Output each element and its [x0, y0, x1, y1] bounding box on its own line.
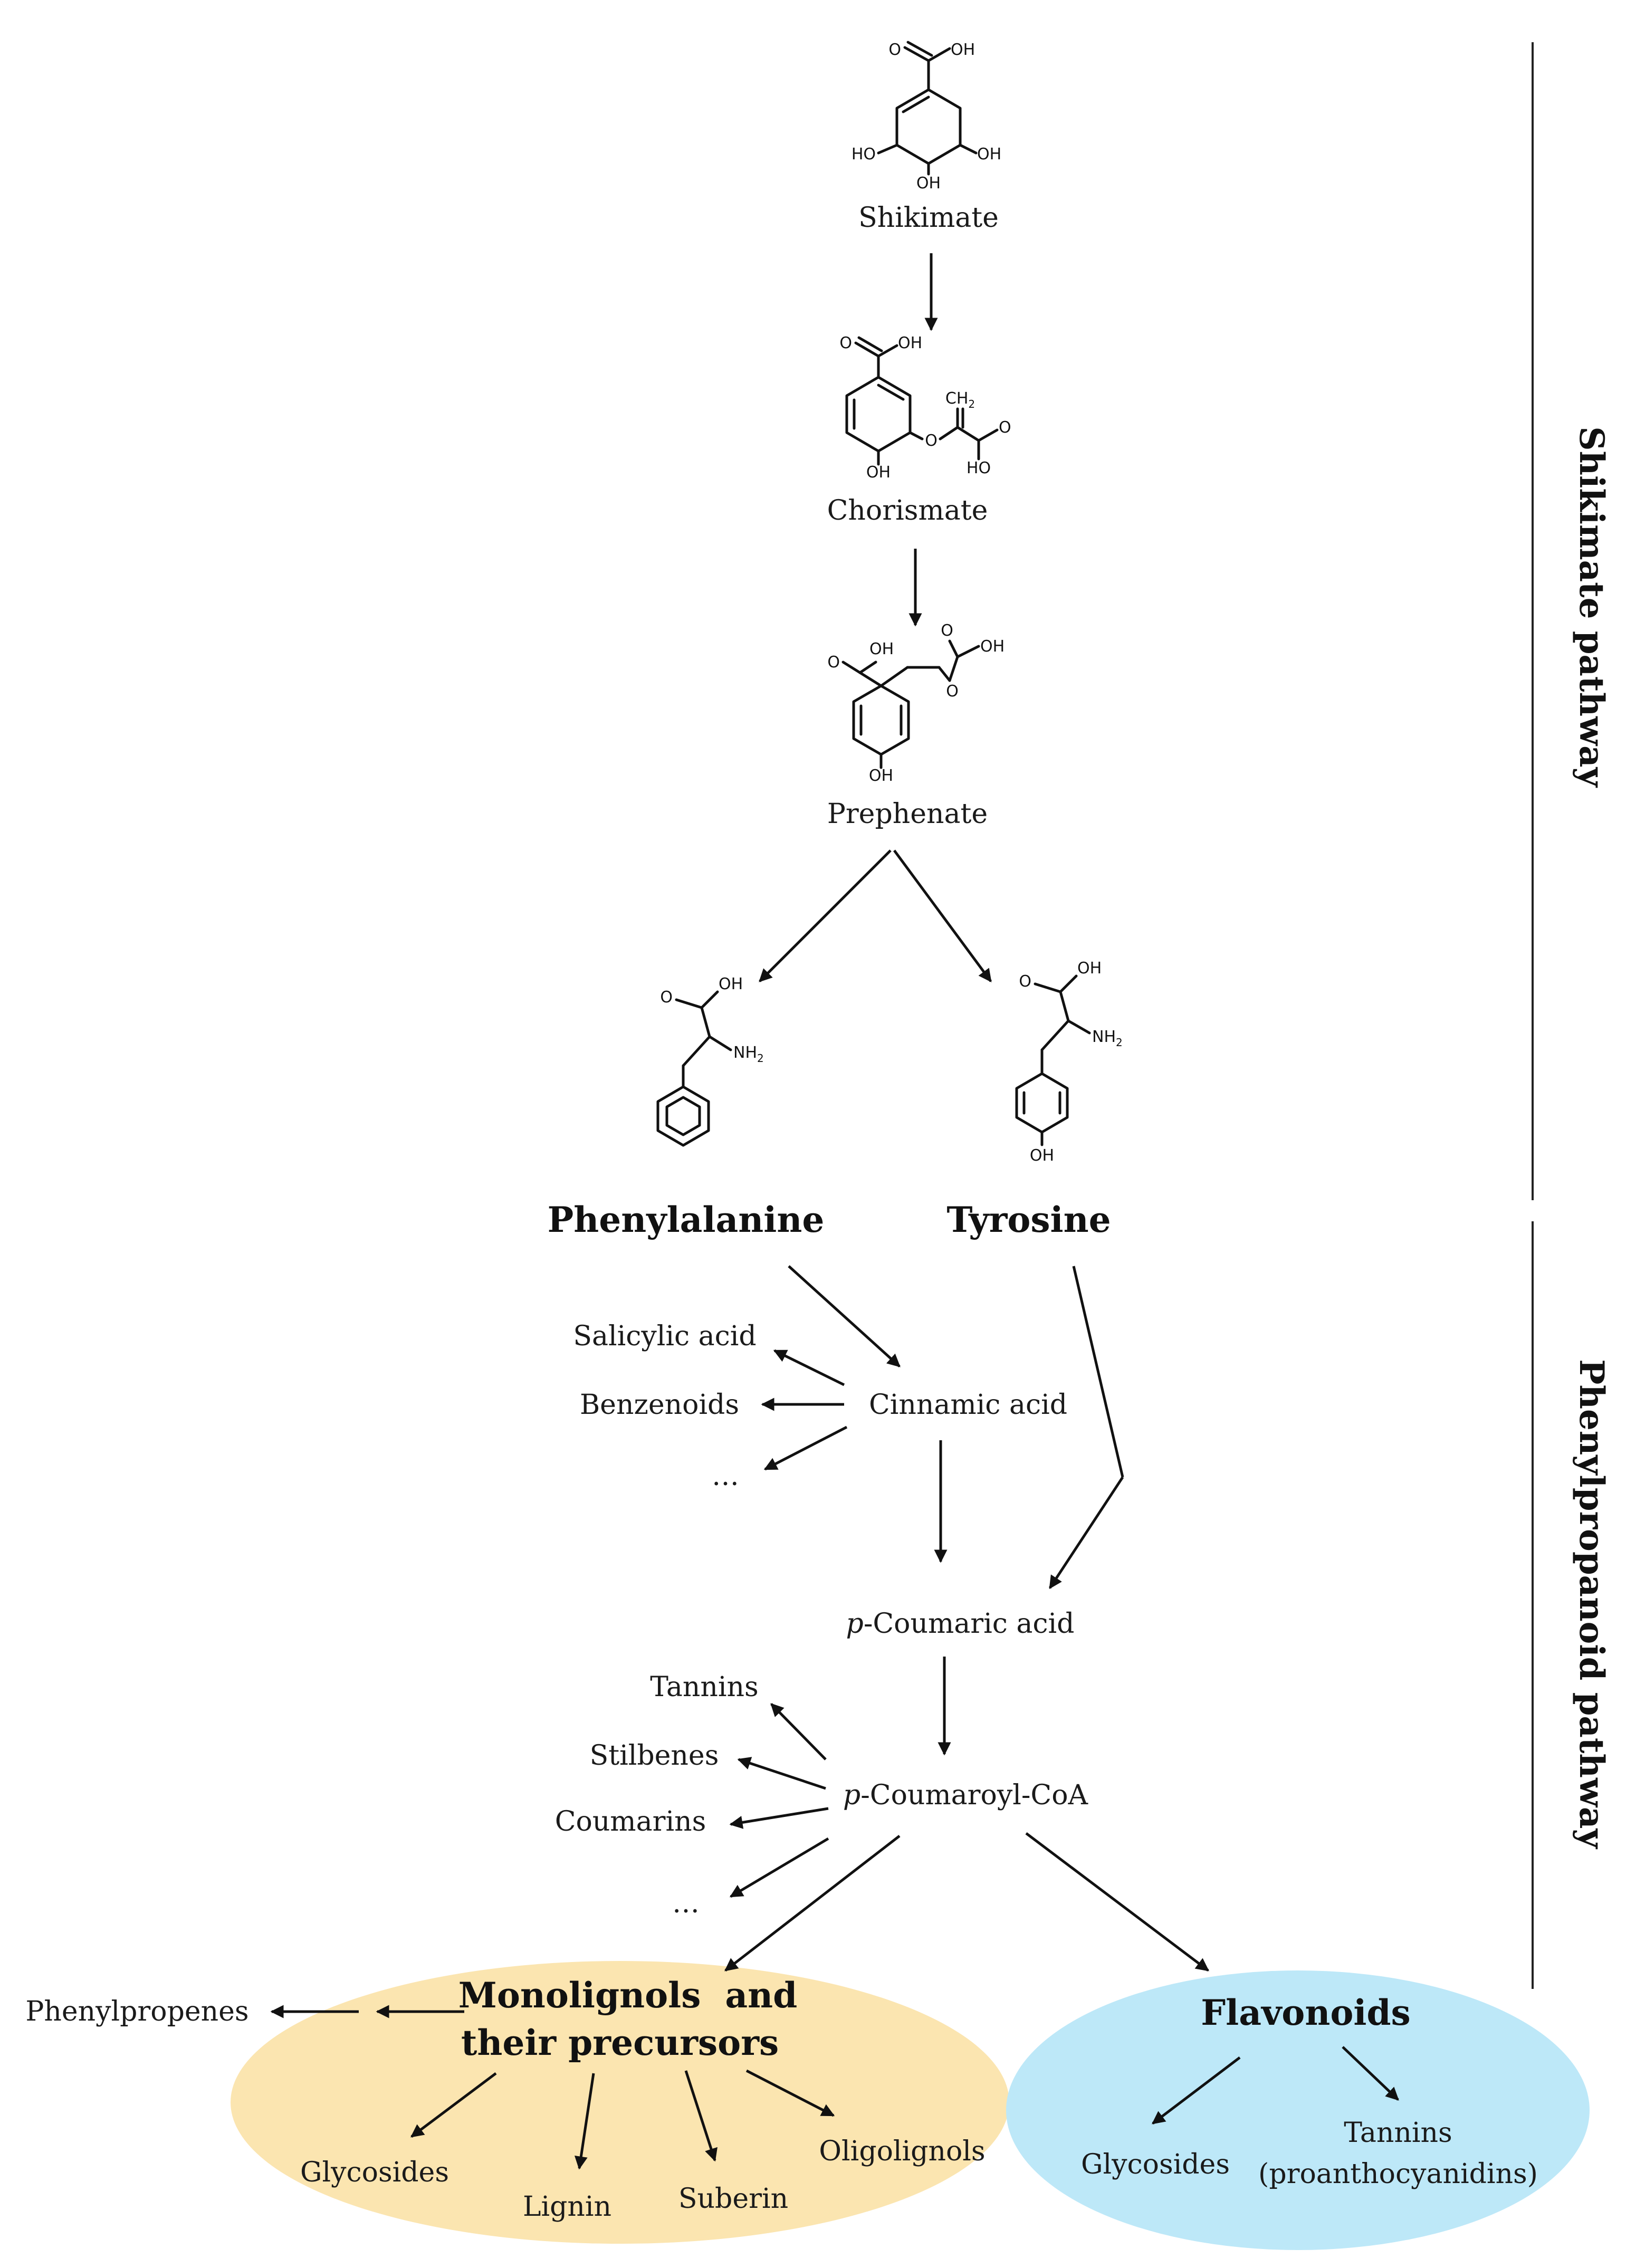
svg-text:CH2: CH2: [945, 389, 975, 410]
svg-text:OH: OH: [866, 463, 891, 482]
svg-text:OH: OH: [977, 145, 1001, 164]
svg-text:OH: OH: [898, 334, 922, 352]
svg-text:O: O: [946, 682, 959, 701]
shikimate-label: Shikimate: [858, 202, 999, 234]
svg-text:NH2: NH2: [733, 1044, 764, 1065]
svg-text:NH2: NH2: [1092, 1028, 1123, 1049]
arrow-tyrosine-segment: [1072, 1266, 1124, 1478]
flavonoids-tannins-label: Tannins: [1344, 2117, 1452, 2149]
arrow-prephenate-tyrosine: [893, 849, 992, 983]
benzenoids-label: Benzenoids: [580, 1389, 739, 1421]
cinnamic-other-label: …: [712, 1460, 739, 1492]
tannins-label: Tannins: [650, 1671, 758, 1703]
prephenate-label: Prephenate: [827, 798, 988, 830]
arrow-cinnamic-other: [763, 1425, 848, 1471]
svg-text:O: O: [925, 432, 938, 450]
svg-text:OH: OH: [1077, 959, 1102, 978]
svg-text:OH: OH: [916, 174, 941, 193]
svg-text:O: O: [1019, 972, 1031, 991]
svg-text:OH: OH: [869, 640, 894, 658]
shikimate-pathway-label: Shikimate pathway: [1572, 426, 1611, 788]
arrow-monolignols-lignin: [574, 2073, 595, 2170]
arrow-monolignols-glycosides: [410, 2072, 497, 2138]
phenylalanine-structure: O OH NH2: [656, 975, 764, 1147]
phenylalanine-label: Phenylalanine: [548, 1199, 825, 1240]
arrow-coumaroyl-tannins: [770, 1703, 827, 1760]
svg-text:O: O: [827, 653, 840, 672]
svg-text:O: O: [999, 418, 1011, 437]
svg-text:HO: HO: [967, 459, 991, 477]
svg-text:O: O: [888, 41, 901, 59]
svg-text:OH: OH: [869, 767, 893, 785]
arrow-coumaroyl-other: [729, 1837, 829, 1898]
svg-text:OH: OH: [1030, 1146, 1054, 1165]
proanthocyanidins-label: (proanthocyanidins): [1258, 2158, 1538, 2190]
chorismate-label: Chorismate: [827, 495, 988, 527]
oligolignols-label: Oligolignols: [819, 2136, 985, 2167]
arrow-monolignols-suberin: [684, 2070, 718, 2162]
svg-text:O: O: [839, 334, 852, 352]
arrow-prephenate-phenylalanine: [759, 849, 892, 982]
salicylic-acid-label: Salicylic acid: [573, 1320, 756, 1352]
tyrosine-label: Tyrosine: [946, 1199, 1111, 1240]
suberin-label: Suberin: [678, 2183, 788, 2215]
svg-text:O: O: [660, 988, 673, 1007]
cinnamic-acid-label: Cinnamic acid: [869, 1389, 1067, 1421]
flavonoids-glycosides-label: Glycosides: [1081, 2149, 1230, 2180]
flavonoids-ellipse: [1006, 1970, 1590, 2250]
lignin-label: Lignin: [523, 2191, 611, 2223]
tyrosine-structure: O OH NH2 OH: [1015, 959, 1123, 1165]
phenylpropanoid-pathway-label: Phenylpropanoid pathway: [1572, 1359, 1611, 1849]
prephenate-structure: O OH OH O O OH: [827, 621, 1005, 785]
arrow-coumaroyl-stilbenes: [737, 1757, 826, 1790]
arrow-flavonoids-tannins: [1342, 2046, 1399, 2101]
arrow-phenylalanine-cinnamic: [788, 1265, 901, 1367]
arrow-monolignols-oligolignols: [745, 2069, 835, 2117]
flavonoids-title: Flavonoids: [1201, 1992, 1410, 2033]
monolignols-title-line2: their precursors: [461, 2022, 779, 2063]
stilbenes-label: Stilbenes: [590, 1740, 719, 1772]
arrow-coumaroyl-flavonoids: [1025, 1832, 1209, 1972]
coumarins-label: Coumarins: [555, 1806, 706, 1838]
monolignols-ellipse: [231, 1961, 1009, 2244]
monolignols-glycosides-label: Glycosides: [300, 2157, 449, 2188]
arrow-tyrosine-coumaric: [1048, 1476, 1124, 1590]
phenylpropenes-label: Phenylpropenes: [25, 1996, 248, 2027]
coumaroyl-other-label: …: [672, 1888, 700, 1919]
arrow-cinnamic-salicylic: [773, 1349, 845, 1386]
svg-text:O: O: [941, 621, 953, 640]
p-coumaroyl-coa-label: p-Coumaroyl-CoA: [843, 1779, 1089, 1811]
svg-text:OH: OH: [951, 41, 975, 59]
p-coumaric-acid-label: p-Coumaric acid: [846, 1608, 1075, 1640]
shikimate-structure: O OH HO OH OH: [852, 41, 1001, 193]
svg-text:OH: OH: [980, 637, 1005, 656]
chorismate-structure: O OH OH O CH2 O HO: [839, 334, 1011, 482]
arrow-coumaroyl-coumarins: [729, 1807, 829, 1829]
monolignols-title-line1: Monolignols and: [458, 1975, 797, 2016]
svg-text:HO: HO: [852, 145, 876, 164]
svg-text:OH: OH: [719, 975, 743, 993]
arrow-flavonoids-glycosides: [1152, 2056, 1241, 2125]
arrow-coumaroyl-monolignols: [724, 1835, 901, 1972]
